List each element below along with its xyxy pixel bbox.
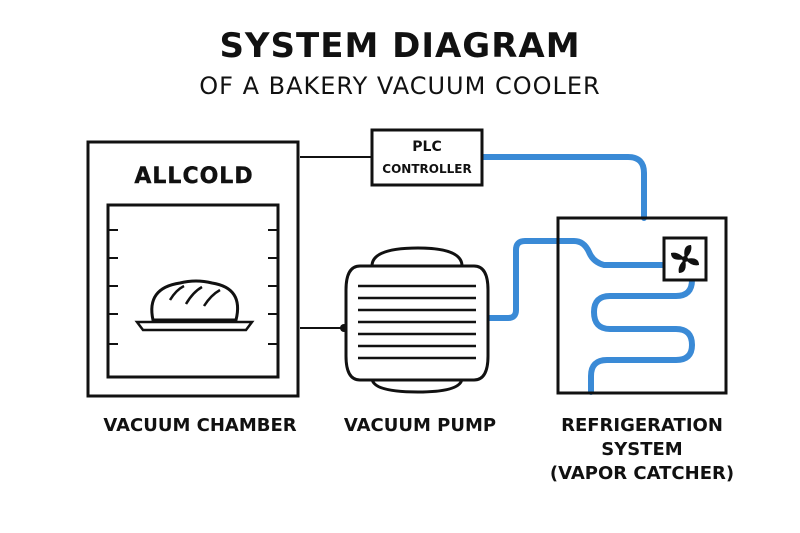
- fan-icon: [662, 236, 708, 282]
- pump-fins: [358, 284, 476, 360]
- page-title: SYSTEM DIAGRAM: [219, 26, 581, 66]
- chamber-outer: [86, 140, 300, 398]
- refrigeration-box: [556, 216, 728, 395]
- pump-to-refrigeration-pipe: [482, 238, 695, 395]
- chamber-caption: VACUUM CHAMBER: [103, 415, 297, 436]
- vacuum-pump: [344, 246, 490, 394]
- chamber-brand-label: ALLCOLD: [134, 164, 253, 189]
- plc-controller: PLC CONTROLLER: [370, 128, 484, 187]
- pump-top-cap: [370, 246, 464, 268]
- bread-tray: [134, 320, 255, 332]
- plc-line2: CONTROLLER: [382, 162, 471, 176]
- pump-caption: VACUUM PUMP: [343, 415, 497, 436]
- plc-to-refrigeration-pipe: [479, 154, 647, 221]
- page-subtitle: OF A BAKERY VACUUM COOLER: [199, 72, 601, 100]
- refrigeration-caption-line2: SYSTEM: [601, 439, 683, 460]
- refrigeration-caption: REFRIGERATION SYSTEM (VAPOR CATCHER): [532, 414, 752, 486]
- bread-score-marks: [168, 284, 221, 307]
- refrigeration-caption-line3: (VAPOR CATCHER): [549, 463, 735, 484]
- chamber-rack-ticks: [108, 229, 278, 345]
- chamber-inner: [106, 203, 280, 379]
- vacuum-chamber: [86, 140, 300, 398]
- refrigerant-pipes: [479, 154, 695, 395]
- bread-loaf-icon: [150, 279, 239, 322]
- refrigeration-caption-line1: REFRIGERATION: [561, 415, 723, 436]
- plc-line1: PLC: [412, 139, 441, 155]
